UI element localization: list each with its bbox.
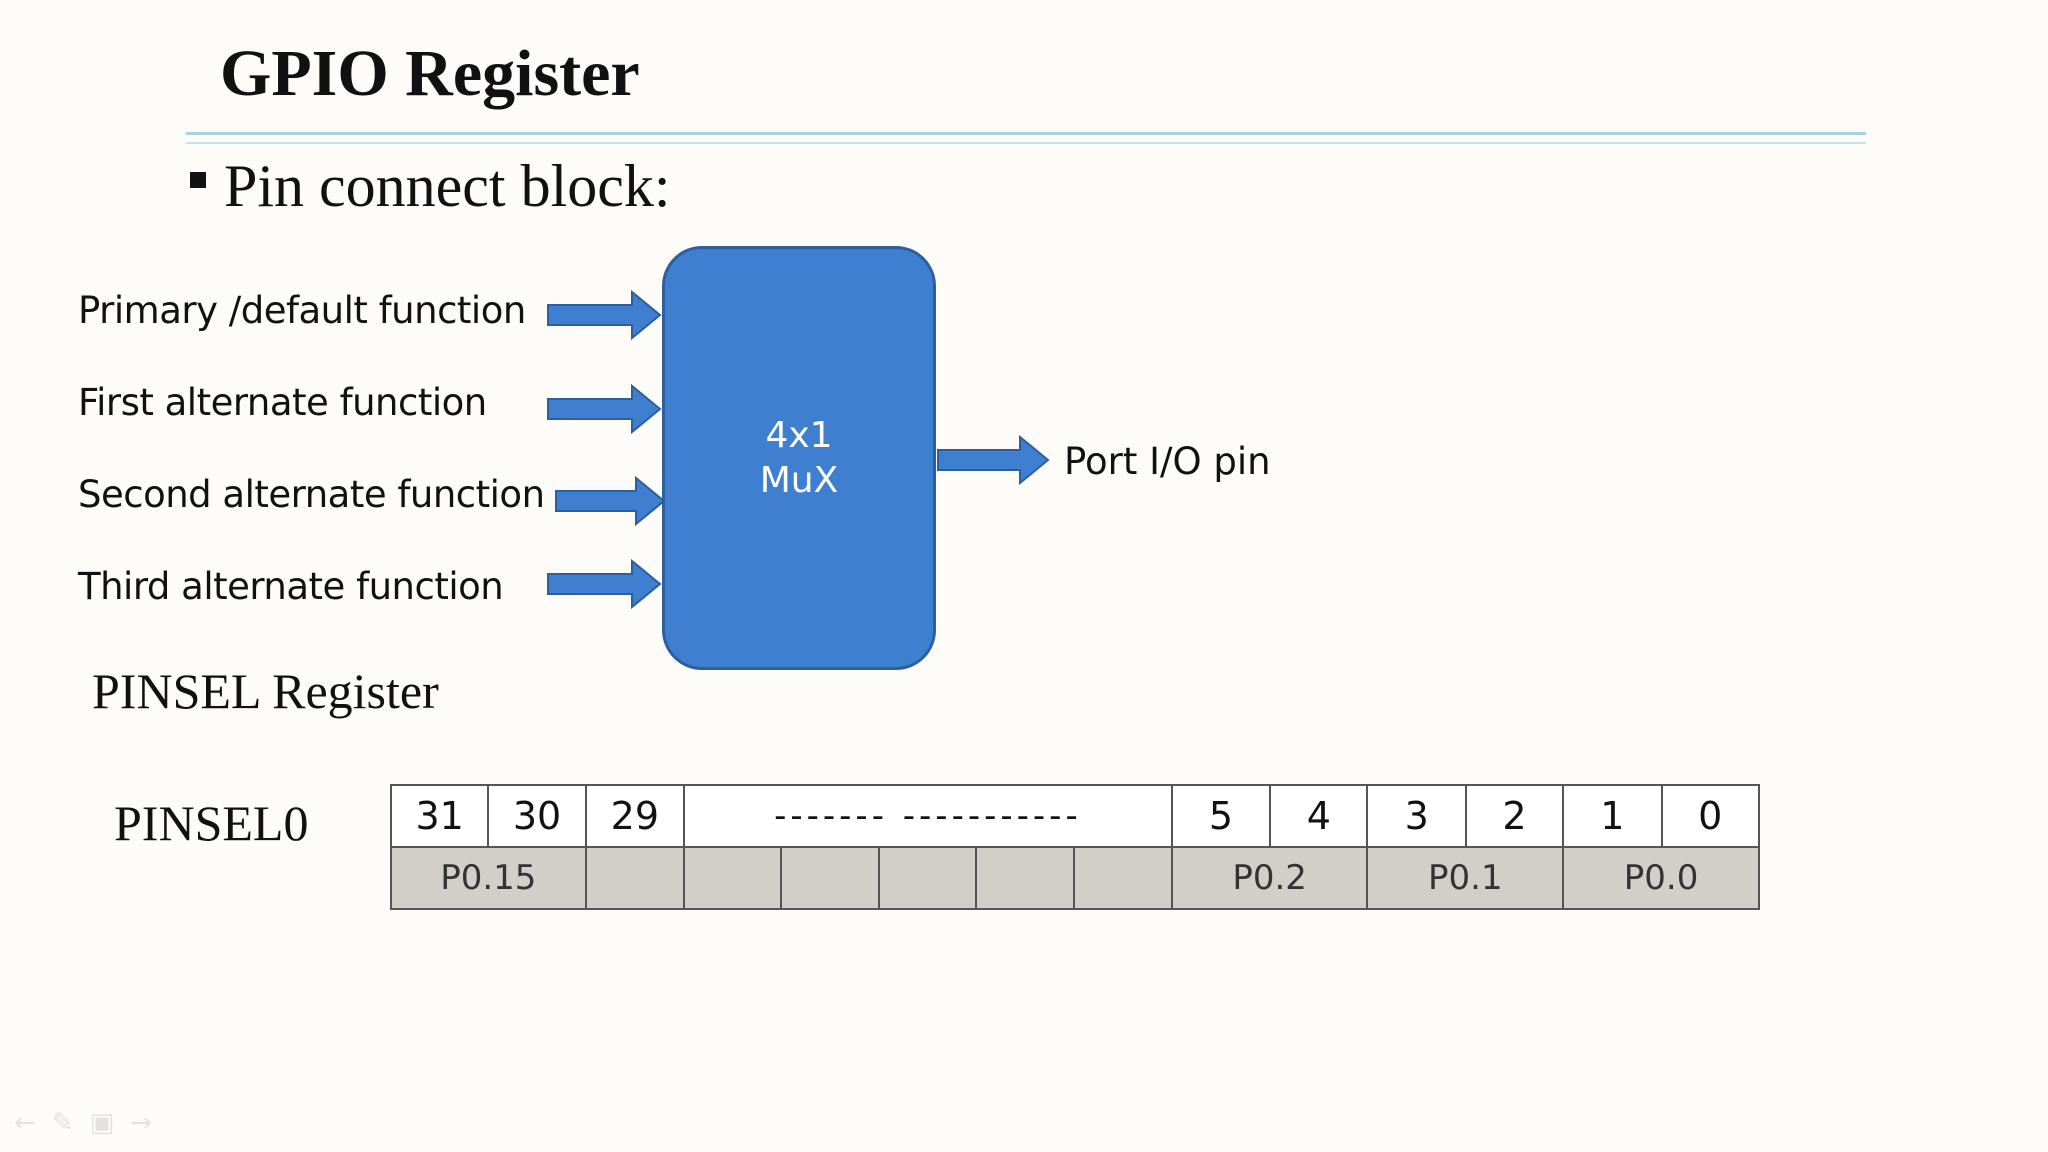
nav-previous-icon[interactable]: ← [14, 1108, 52, 1138]
register-name: PINSEL0 [114, 795, 309, 851]
bit-cell: 0 [1660, 784, 1761, 848]
register-table: 31 30 29 ------- ----------- 5 4 3 2 1 0… [389, 784, 1761, 910]
mux-label-name: MuX [759, 460, 839, 501]
output-label: Port I/O pin [1064, 440, 1271, 483]
pin-cell [584, 846, 686, 910]
input-label-first-alternate: First alternate function [78, 381, 487, 424]
pin-cell [975, 846, 1076, 910]
bullet-square-icon [190, 172, 206, 189]
input-arrow-icon-second-alternate [555, 475, 666, 527]
bit-cell: 1 [1562, 784, 1663, 848]
bit-cell: 3 [1366, 784, 1467, 848]
bit-cell: 29 [584, 784, 686, 848]
nav-next-icon[interactable]: → [130, 1108, 168, 1138]
register-pin-row: P0.15 P0.2 P0.1 P0.0 [390, 846, 1760, 910]
bullet-item: Pin connect block: [190, 150, 671, 222]
bit-cell: 5 [1170, 784, 1272, 848]
pin-cell: P0.2 [1170, 846, 1369, 910]
input-label-primary: Primary /default function [78, 289, 526, 332]
mux-block: 4x1 MuX [662, 246, 936, 670]
pin-cell [780, 846, 880, 910]
bit-cell: 30 [487, 784, 587, 848]
pin-cell [877, 846, 978, 910]
pin-cell: P0.1 [1366, 846, 1565, 910]
pin-cell: P0.0 [1562, 846, 1760, 910]
bit-cell: 4 [1269, 784, 1369, 848]
bit-cell: 31 [389, 784, 490, 848]
input-label-second-alternate: Second alternate function [78, 473, 545, 516]
pin-cell [1073, 846, 1173, 910]
title-divider [186, 132, 1866, 135]
title-divider-secondary [186, 142, 1866, 144]
bullet-text: Pin connect block: [224, 153, 671, 219]
output-arrow-icon [937, 434, 1050, 486]
pin-cell [683, 846, 783, 910]
slide-title: GPIO Register [220, 37, 640, 110]
register-bit-row: 31 30 29 ------- ----------- 5 4 3 2 1 0 [389, 784, 1761, 848]
bit-cell-ellipsis: ------- ----------- [683, 784, 1173, 848]
input-arrow-icon-third-alternate [547, 558, 662, 610]
slide-nav-controls[interactable]: ←✎▣→ [14, 1108, 168, 1138]
mux-label-size: 4x1 [765, 415, 833, 456]
nav-pen-icon[interactable]: ✎ [51, 1108, 90, 1138]
input-label-third-alternate: Third alternate function [78, 565, 504, 608]
nav-menu-icon[interactable]: ▣ [89, 1108, 131, 1138]
section-title: PINSEL Register [92, 663, 439, 719]
pin-cell: P0.15 [390, 846, 587, 910]
bit-cell: 2 [1464, 784, 1565, 848]
input-arrow-icon-first-alternate [547, 383, 662, 435]
input-arrow-icon-primary [547, 289, 662, 341]
